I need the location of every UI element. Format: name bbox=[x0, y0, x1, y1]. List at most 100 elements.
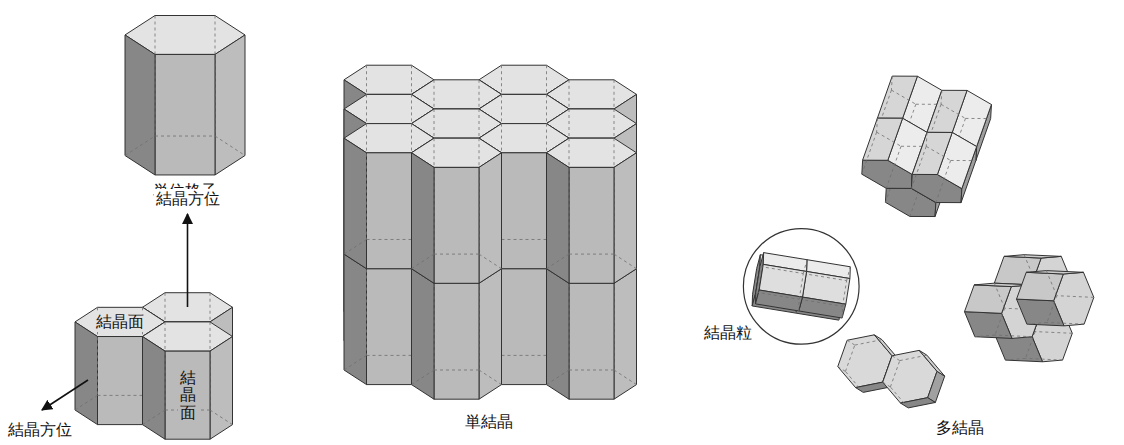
hidden-edge bbox=[614, 138, 615, 254]
prism-face bbox=[877, 76, 917, 118]
prism-face bbox=[912, 132, 952, 174]
hidden-edge bbox=[760, 266, 803, 273]
hidden-edge bbox=[842, 306, 843, 318]
hidden-edge bbox=[862, 132, 877, 174]
hidden-edge bbox=[434, 369, 479, 370]
prism-face bbox=[927, 90, 967, 132]
hidden-edge bbox=[98, 395, 143, 396]
prism-face bbox=[928, 371, 945, 402]
grain-label: 結晶粒 bbox=[702, 323, 754, 342]
prism-face bbox=[863, 118, 903, 160]
hidden-edge bbox=[965, 118, 990, 119]
hidden-edge bbox=[803, 260, 807, 274]
hidden-edge bbox=[951, 160, 976, 161]
hidden-edge bbox=[614, 254, 637, 269]
prism-face bbox=[1026, 271, 1083, 274]
hidden-edge bbox=[799, 274, 803, 300]
hidden-edge bbox=[434, 254, 479, 255]
crystal-grain bbox=[964, 255, 1093, 362]
unit-cell bbox=[125, 16, 245, 175]
hidden-edge bbox=[799, 299, 842, 306]
hidden-edge bbox=[941, 90, 943, 104]
hidden-edge bbox=[1035, 332, 1072, 334]
hidden-edge bbox=[502, 355, 547, 356]
prism-face bbox=[1004, 255, 1061, 258]
hidden-edge bbox=[847, 267, 851, 281]
axis-label: 結晶方位 bbox=[6, 420, 74, 439]
hidden-edge bbox=[412, 370, 435, 385]
face-label: 結晶面 bbox=[178, 368, 198, 423]
figure-caption: 多結晶 bbox=[934, 418, 986, 437]
prism-face bbox=[569, 283, 614, 399]
hidden-edge bbox=[210, 322, 211, 410]
prism-face bbox=[344, 138, 367, 268]
hidden-edge bbox=[344, 239, 367, 254]
grain-circle bbox=[743, 229, 859, 345]
prism-face bbox=[434, 167, 479, 283]
hidden-edge bbox=[845, 371, 863, 392]
hidden-edge bbox=[165, 322, 166, 410]
hidden-edge bbox=[890, 361, 899, 387]
prism-face bbox=[98, 337, 143, 425]
hidden-edge bbox=[1047, 296, 1057, 323]
hidden-edge bbox=[155, 136, 215, 137]
hidden-edge bbox=[847, 340, 855, 345]
hidden-edge bbox=[1057, 296, 1094, 298]
hidden-edge bbox=[890, 387, 908, 408]
hidden-edge bbox=[892, 356, 900, 361]
prism-face bbox=[569, 167, 614, 283]
hidden-edge bbox=[502, 239, 547, 240]
prism-face bbox=[344, 254, 367, 384]
hidden-edge bbox=[876, 118, 878, 132]
face-label: 結晶面 bbox=[94, 312, 146, 331]
prism-face bbox=[1017, 299, 1065, 326]
prism-face bbox=[502, 269, 547, 385]
hidden-edge bbox=[1047, 322, 1084, 324]
hidden-edge bbox=[547, 370, 570, 385]
hidden-edge bbox=[434, 138, 435, 254]
prism-face bbox=[75, 322, 98, 425]
prism-face bbox=[995, 335, 1043, 362]
prism-face bbox=[900, 398, 935, 408]
hidden-edge bbox=[367, 239, 412, 240]
prism-face bbox=[434, 283, 479, 399]
hidden-edge bbox=[547, 254, 570, 269]
crystal-grain bbox=[862, 76, 992, 216]
hidden-edge bbox=[926, 132, 928, 146]
hidden-edge bbox=[479, 254, 502, 269]
hidden-edge bbox=[911, 146, 926, 188]
prism-face bbox=[614, 153, 637, 283]
hidden-edge bbox=[838, 367, 846, 372]
hidden-edge bbox=[143, 410, 166, 425]
hidden-edge bbox=[366, 124, 367, 240]
hidden-edge bbox=[798, 299, 799, 311]
figure-caption: 単結晶 bbox=[463, 412, 515, 431]
prism-face bbox=[547, 153, 570, 283]
prism-face bbox=[155, 54, 215, 175]
hidden-edge bbox=[479, 370, 502, 385]
prism-face bbox=[479, 153, 502, 283]
prism-face bbox=[547, 269, 570, 399]
prism-face bbox=[210, 337, 233, 440]
prism-face bbox=[856, 382, 891, 392]
hidden-edge bbox=[995, 335, 1032, 337]
hidden-edge bbox=[1027, 322, 1047, 324]
hidden-edge bbox=[756, 292, 799, 299]
hidden-edge bbox=[941, 104, 965, 118]
hidden-edge bbox=[845, 345, 854, 371]
hidden-edge bbox=[877, 132, 901, 146]
prism-face bbox=[412, 153, 435, 283]
prism-face bbox=[502, 153, 547, 269]
hidden-edge bbox=[936, 160, 951, 202]
axis-label: 結晶方位 bbox=[154, 189, 222, 208]
prism-face bbox=[614, 269, 637, 399]
prism-cluster bbox=[75, 293, 233, 440]
prism-face bbox=[143, 337, 166, 440]
hidden-edge bbox=[569, 254, 614, 255]
hidden-edge bbox=[926, 146, 950, 160]
prism-face bbox=[367, 153, 412, 269]
prism-face bbox=[479, 269, 502, 399]
hidden-edge bbox=[614, 370, 637, 385]
hidden-edge bbox=[412, 254, 435, 269]
